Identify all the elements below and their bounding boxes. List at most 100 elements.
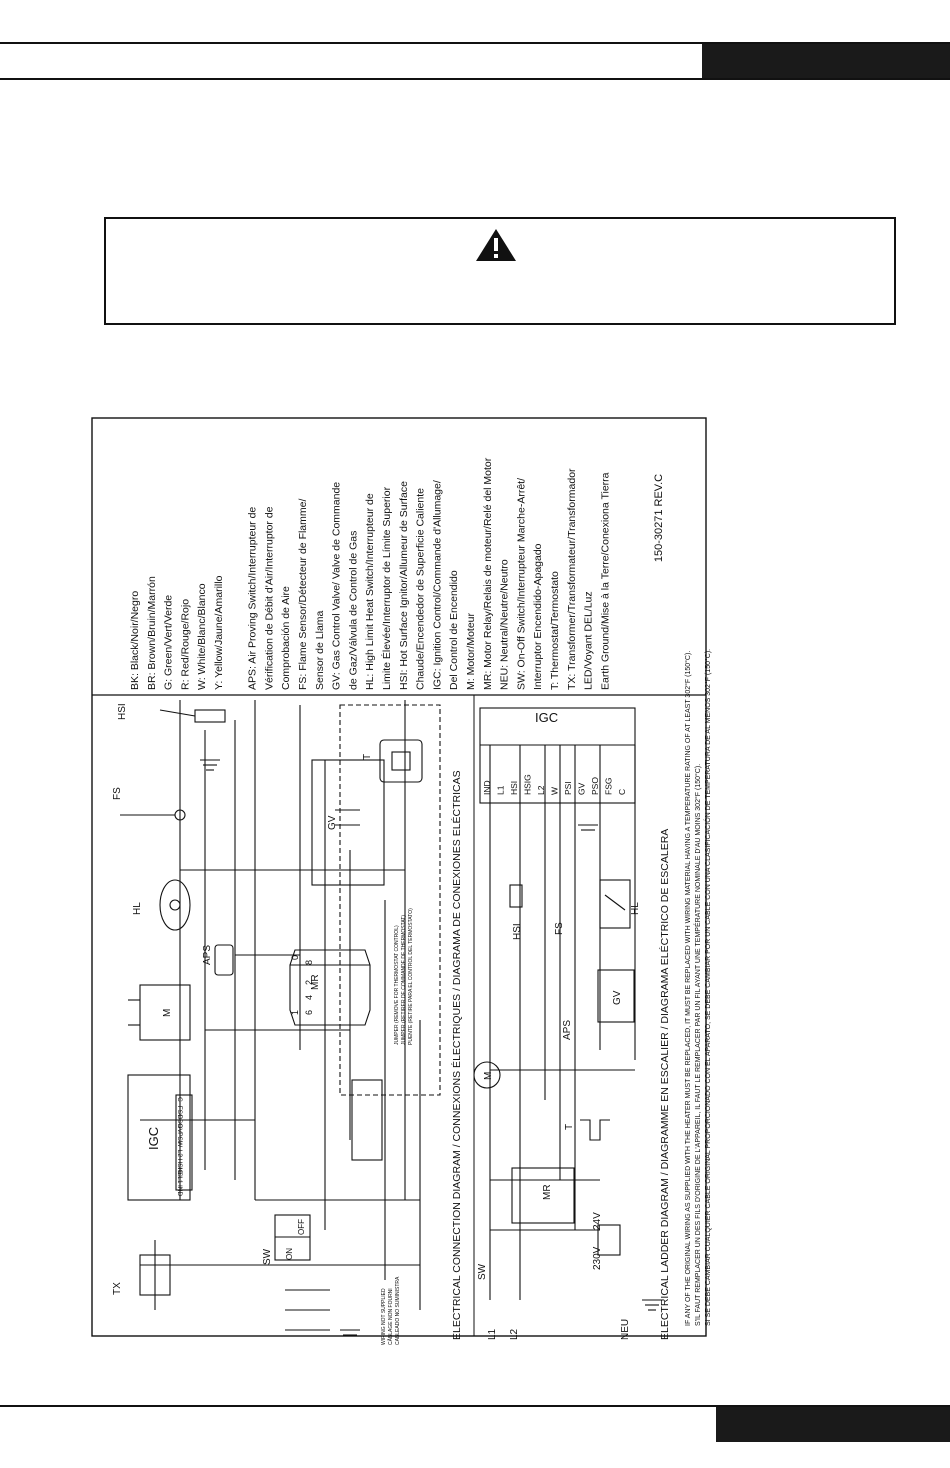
footer-rule [0, 1405, 950, 1407]
footer-block [716, 1407, 950, 1442]
relay-pin-label: 2 [304, 980, 314, 985]
igc-pin-label: IND [176, 1185, 183, 1197]
ladder-fs-label: FS [554, 922, 565, 935]
legend-line: Chaude/Encendedor de Superficie Caliente [415, 488, 427, 690]
ladder-igc-pin: PSI [563, 781, 573, 795]
relay-pin-label: 4 [304, 995, 314, 1000]
legend-line: GV: Gas Control Valve/ Valve de Commande [331, 482, 343, 690]
legend-line: Y: Yellow/Jaune/Amarillo [213, 575, 225, 690]
ladder-m-label: M [483, 1072, 494, 1080]
ladder-igc-pin: C [617, 789, 627, 795]
label-gv: GV [327, 815, 338, 830]
jumper-note-2: JUMPER (RETIRER DE COMMANDE DE THERMOSTA… [401, 915, 407, 1045]
ladder-230v-label: 230V [592, 1246, 603, 1270]
legend-line: BR: Brown/Bruin/Marrón [146, 576, 158, 690]
legend-line: G: Green/Vert/Verde [163, 595, 175, 690]
relay-pin-label: 8 [304, 960, 314, 965]
connection-diagram [120, 700, 441, 1336]
label-fs: FS [112, 787, 123, 800]
ladder-igc-pin: HSI [509, 781, 519, 795]
label-tx: TX [112, 1282, 123, 1295]
ladder-l1-label: L1 [487, 1328, 498, 1340]
igc-pin-label: W [176, 1141, 183, 1148]
igc-pin-label: HSIG [176, 1159, 183, 1175]
legend-line: APS: Air Proving Switch/Interrupteur de [247, 507, 259, 690]
igc-pin-label: PSI [176, 1132, 183, 1143]
supply-note-2: CÂBLAGE NON FOURNI [387, 1288, 394, 1345]
legend-line: MR: Motor Relay/Relais de moteur/Relé de… [482, 457, 494, 690]
label-hsi: HSI [117, 703, 128, 720]
igc-pin-label: PSO [176, 1115, 183, 1129]
ladder-mr-label: MR [542, 1184, 553, 1200]
label-hl: HL [132, 902, 143, 915]
ladder-igc-pin: L1 [496, 785, 506, 795]
igc-pin-label: HSI [176, 1167, 183, 1178]
ladder-aps-label: APS [562, 1020, 573, 1040]
label-aps: APS [202, 945, 213, 965]
igc-pin-label: FSG [176, 1106, 183, 1119]
legend-line: NEU: Neutral/Neutre/Neutro [499, 559, 511, 690]
legend-line: TX: Transformer/Transformateur/Transform… [566, 468, 578, 690]
legend-line: T: Thermostat/Termostato [549, 571, 561, 690]
ladder-neu-label: NEU [620, 1319, 631, 1340]
note-spanish: SI SE DEBE CAMBIAR CUALQUIER CABLE ORIGI… [703, 649, 712, 1326]
legend-line: LED/Voyant DEL/Luz [583, 591, 595, 690]
legend: BK: Black/Noir/Negro BR: Brown/Bruin/Marr… [129, 457, 611, 690]
header-rule [0, 42, 950, 44]
note-french: S'IL FAUT REMPLACER UN DES FILS D'ORIGIN… [693, 764, 702, 1326]
ladder-gv-label: GV [612, 990, 623, 1005]
diagram-frame [91, 417, 707, 1337]
ladder-t-label: T [564, 1124, 575, 1130]
jumper-note-3: PUENTE (RETIRE PARA EL CONTROL DEL TERMO… [408, 908, 414, 1045]
relay-pin-label: 1 [290, 1010, 300, 1015]
legend-line: Comprobación de Aire [280, 586, 292, 690]
ladder-sw-label: SW [477, 1263, 488, 1280]
igc-pin-label: L2 [176, 1150, 183, 1158]
legend-line: HL: High Limit Heat Switch/Interrupteur … [364, 493, 376, 690]
label-on: ON [285, 1248, 294, 1260]
ladder-igc-pin: W [550, 787, 560, 795]
supply-note-1: WIRING NOT SUPPLIED [381, 1288, 387, 1345]
ladder-hsi-label: HSI [512, 923, 523, 940]
ladder-igc-label: IGC [535, 710, 558, 725]
warning-triangle-icon [476, 229, 516, 261]
legend-line: FS: Flame Sensor/Détecteur de Flamme/ [297, 499, 309, 690]
relay-pin-label: 0 [290, 955, 300, 960]
label-igc: IGC [146, 1127, 161, 1150]
legend-line: Earth Ground/Mise à la Terre/Conexiona T… [599, 472, 611, 690]
ladder-24v-label: 24V [592, 1212, 603, 1230]
legend-line: M: Motor/Moteur [465, 612, 477, 690]
legend-line: BK: Black/Noir/Negro [129, 591, 141, 690]
ladder-labels: IGC M HSI FS HL APS GV T MR 230V 24V SW … [477, 710, 641, 1340]
legend-line: R: Red/Rouge/Rojo [179, 599, 191, 690]
ladder-igc-pin: L2 [536, 785, 546, 795]
header-block [702, 44, 950, 80]
igc-pin-label: C [176, 1097, 183, 1102]
label-sw: SW [262, 1248, 273, 1265]
legend-line: Vérification de Débit d'Air/Interruptor … [263, 506, 275, 690]
ladder-igc-pin: IND [482, 780, 492, 795]
label-off: OFF [297, 1219, 306, 1235]
relay-pin-label: 6 [304, 1010, 314, 1015]
ladder-diagram-title: ELECTRICAL LADDER DIAGRAM / DIAGRAMME EN… [658, 829, 671, 1340]
connection-diagram-title: ELECTRICAL CONNECTION DIAGRAM / CONNEXIO… [450, 770, 463, 1340]
ladder-igc-pin: FSG [604, 778, 614, 795]
igc-pin-label: GV [176, 1123, 183, 1133]
label-mr: MR [310, 974, 321, 990]
ladder-hl-label: HL [630, 902, 641, 915]
warning-box [104, 217, 896, 325]
ladder-diagram [473, 707, 662, 1311]
legend-line: SW: On-Off Switch/Interrupteur Marche-Ar… [515, 478, 527, 690]
connection-labels: HSI FS HL APS M MR IGC GV T TX SW ON OFF… [112, 703, 414, 1345]
ladder-igc-pin: GV [577, 782, 587, 795]
relay-pin-labels: 0 1 2 4 6 8 [290, 955, 314, 1015]
legend-line: HSI: Hot Surface Ignitor/Allumeur de Sur… [398, 481, 410, 690]
legend-line: IGC: Ignition Control/Commande d'Allumag… [431, 480, 443, 690]
ladder-igc-pin: HSIG [523, 774, 533, 795]
legend-line: Del Control de Encendido [448, 570, 460, 690]
ladder-l2-label: L2 [509, 1328, 520, 1340]
note-english: IF ANY OF THE ORIGINAL WIRING AS SUPPLIE… [684, 651, 692, 1326]
